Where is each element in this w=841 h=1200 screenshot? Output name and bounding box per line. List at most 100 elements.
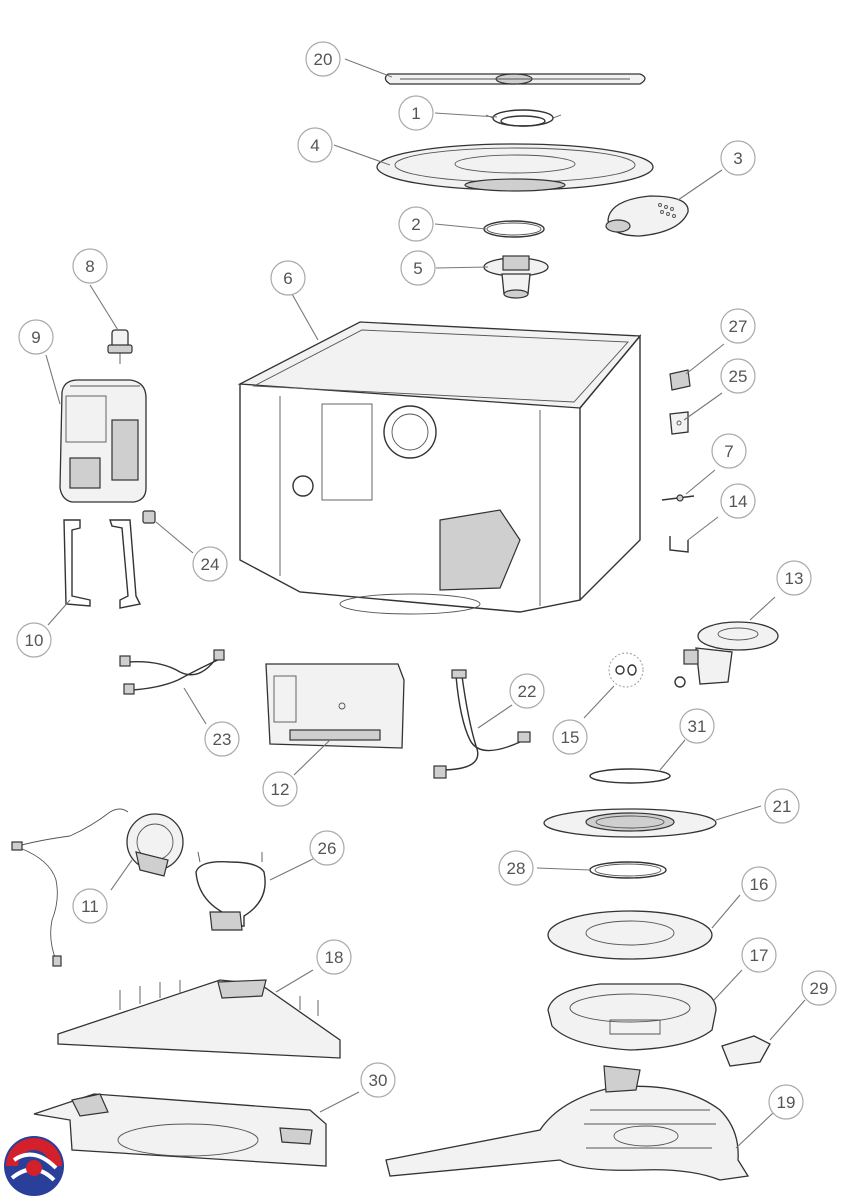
callout-number: 15 [561, 728, 580, 747]
callout-number: 27 [729, 317, 748, 336]
callout-number: 18 [325, 948, 344, 967]
callout-14: 14 [720, 483, 756, 519]
callout-6: 6 [270, 260, 306, 296]
part-7-pin [661, 494, 695, 502]
callout-10: 10 [16, 622, 52, 658]
callout-number: 21 [773, 797, 792, 816]
part-2-o-ring [483, 220, 545, 238]
part-14-clip [669, 536, 689, 553]
part-4-filter-plate [376, 143, 654, 192]
callout-18: 18 [316, 939, 352, 975]
part-26-hose-clamp [195, 851, 266, 931]
callout-17: 17 [741, 937, 777, 973]
part-10-brackets [63, 519, 142, 609]
callout-29: 29 [801, 970, 837, 1006]
callout-27: 27 [720, 308, 756, 344]
part-19-lower-frame [385, 1065, 750, 1181]
part-16-base-plate [547, 910, 713, 960]
part-23-wire-harness [119, 649, 225, 695]
callout-bubble [720, 483, 756, 519]
callout-number: 25 [729, 367, 748, 386]
callout-19: 19 [768, 1084, 804, 1120]
callout-number: 31 [688, 717, 707, 736]
callout-21: 21 [764, 788, 800, 824]
callout-bubble [720, 140, 756, 176]
part-3-filter-cap [605, 195, 689, 237]
callout-22: 22 [509, 673, 545, 709]
callout-number: 12 [271, 780, 290, 799]
callout-bubble [741, 866, 777, 902]
part-17-sump-housing [547, 983, 717, 1051]
callout-number: 1 [411, 104, 420, 123]
part-12-control-board [265, 663, 405, 749]
callout-9: 9 [18, 319, 54, 355]
part-18-toe-panel [57, 979, 341, 1059]
callout-number: 24 [201, 555, 220, 574]
part-1-bearing-ring [485, 109, 562, 127]
part-27-latch [669, 369, 691, 391]
callout-number: 8 [85, 257, 94, 276]
leader-lines [45, 58, 806, 1149]
callout-bubble [192, 546, 228, 582]
callout-number: 17 [750, 946, 769, 965]
callout-11: 11 [72, 888, 108, 924]
callout-number: 19 [777, 1093, 796, 1112]
part-21-flange-seal [543, 808, 717, 838]
callout-3: 3 [720, 140, 756, 176]
callout-number: 11 [81, 897, 99, 916]
callout-7: 7 [711, 433, 747, 469]
callout-bubble [309, 830, 345, 866]
callout-bubble [764, 788, 800, 824]
callout-15: 15 [552, 719, 588, 755]
callout-number: 20 [314, 50, 333, 69]
callout-number: 9 [31, 328, 40, 347]
callout-bubble [297, 127, 333, 163]
callout-number: 14 [729, 492, 748, 511]
callout-bubble [801, 970, 837, 1006]
callout-number: 13 [785, 569, 804, 588]
callout-number: 3 [733, 149, 742, 168]
part-13-sump-assembly [674, 621, 779, 688]
callout-number: 26 [318, 839, 337, 858]
callout-bubble [400, 250, 436, 286]
part-20-upper-spray-arm [384, 73, 646, 85]
callout-bubble [360, 1062, 396, 1098]
callout-20: 20 [305, 41, 341, 77]
callout-24: 24 [192, 546, 228, 582]
callout-1: 1 [398, 95, 434, 131]
callout-bubble [776, 560, 812, 596]
callout-30: 30 [360, 1062, 396, 1098]
callout-bubble [262, 771, 298, 807]
callout-bubble [316, 939, 352, 975]
callout-5: 5 [400, 250, 436, 286]
callout-16: 16 [741, 866, 777, 902]
callout-bubble [711, 433, 747, 469]
part-29-bracket [721, 1035, 771, 1067]
part-28-ring [589, 861, 667, 879]
callout-number: 23 [213, 730, 232, 749]
callout-number: 2 [411, 215, 420, 234]
part-31-gasket [589, 768, 671, 784]
callout-23: 23 [204, 721, 240, 757]
part-9-control-module [59, 379, 147, 503]
callout-number: 7 [724, 442, 733, 461]
callout-4: 4 [297, 127, 333, 163]
callout-number: 30 [369, 1071, 388, 1090]
callout-number: 28 [507, 859, 526, 878]
part-25-plate [669, 411, 689, 435]
callout-bubble [398, 206, 434, 242]
callout-bubble [18, 319, 54, 355]
callout-bubble [509, 673, 545, 709]
part-8-valve [107, 329, 133, 364]
part-15-small-rings [608, 652, 644, 688]
callout-25: 25 [720, 358, 756, 394]
callout-8: 8 [72, 248, 108, 284]
callout-31: 31 [679, 708, 715, 744]
callout-layer: 2014325862792571424131022152331122126281… [16, 41, 837, 1120]
part-22-harness [433, 669, 531, 779]
callout-bubble [204, 721, 240, 757]
callout-bubble [679, 708, 715, 744]
part-11-drain-pump [11, 808, 184, 967]
part-5-pump-hub [483, 255, 549, 299]
